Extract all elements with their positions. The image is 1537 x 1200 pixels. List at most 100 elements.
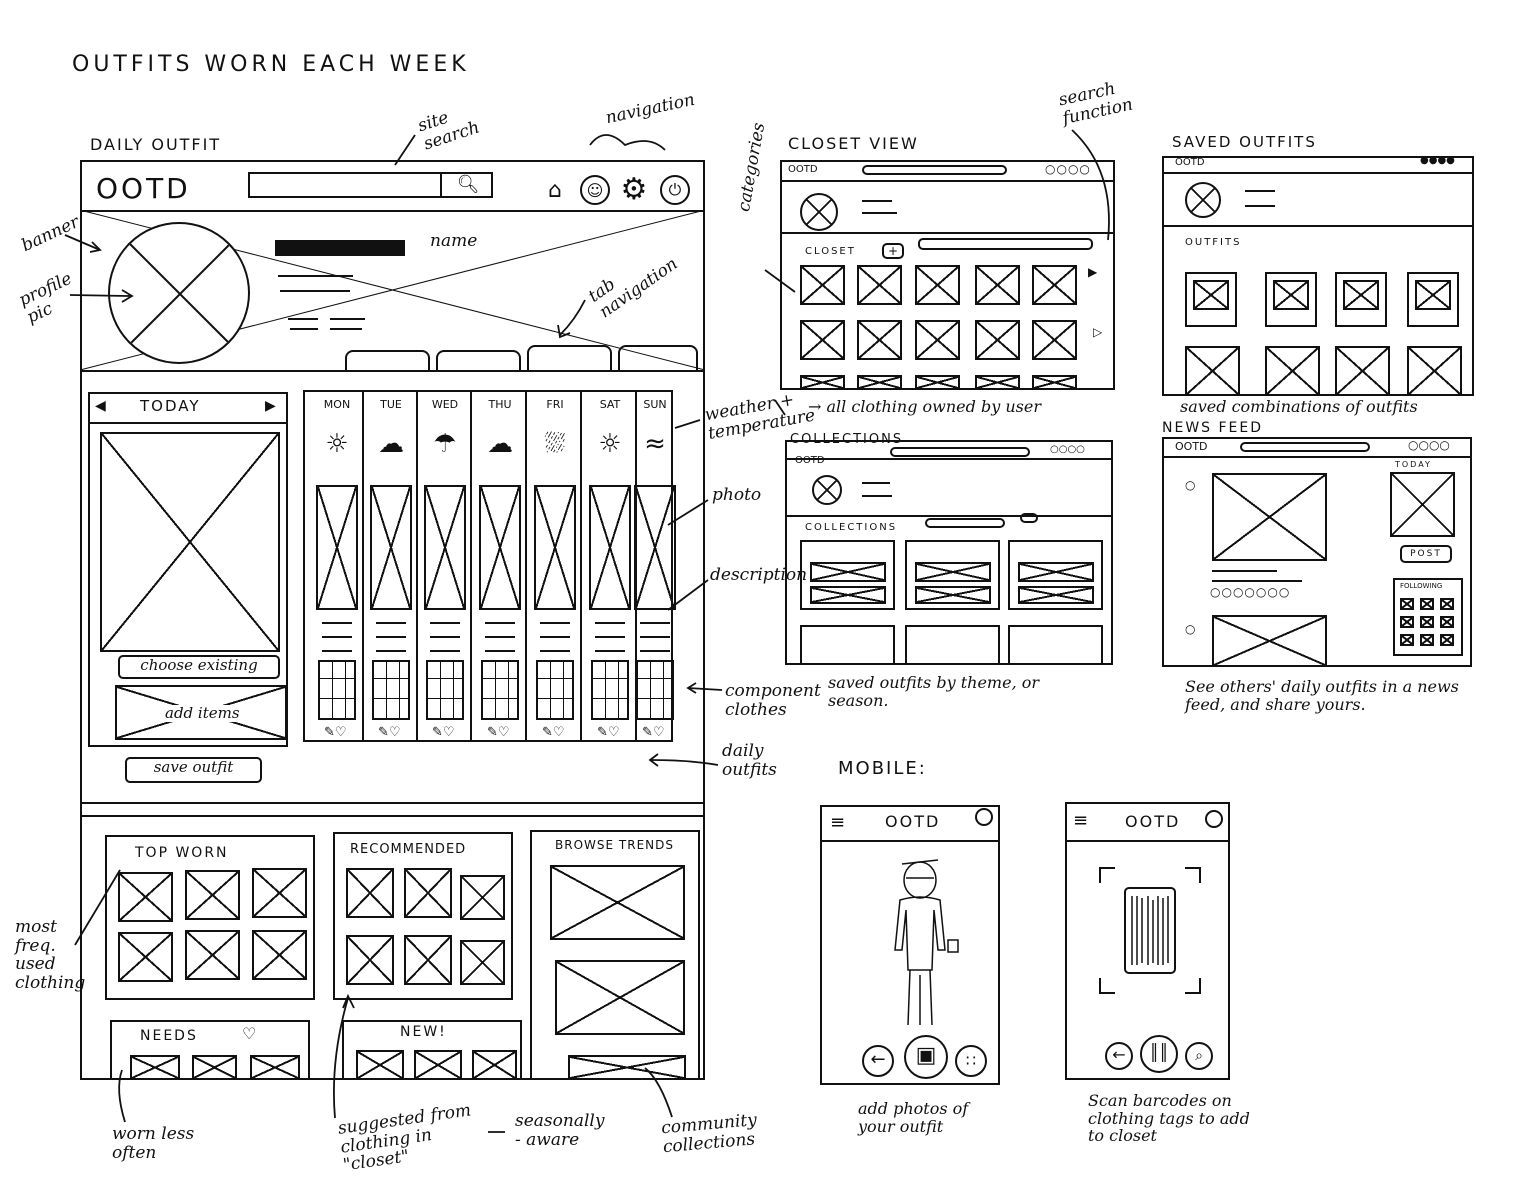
profile-icon[interactable]: [1205, 810, 1223, 828]
profile-pic[interactable]: [108, 222, 250, 364]
collection-card[interactable]: [1008, 540, 1103, 610]
saved-outfit-card[interactable]: [1185, 346, 1240, 396]
closet-next-icon[interactable]: ▷: [1093, 325, 1103, 339]
edit-like-icons[interactable]: ✎♡: [432, 725, 455, 740]
component-clothes-grid[interactable]: [636, 660, 674, 720]
closet-item[interactable]: [800, 265, 845, 305]
home-icon[interactable]: ⌂: [548, 177, 562, 203]
news-avatar[interactable]: ○: [1185, 478, 1196, 492]
news-reactions[interactable]: ○○○○○○○: [1210, 585, 1291, 599]
new-item[interactable]: [356, 1050, 404, 1080]
saved-outfit-card[interactable]: [1407, 346, 1462, 396]
recommended-item[interactable]: [404, 935, 452, 985]
collections-add-button[interactable]: [1020, 513, 1038, 523]
closet-item[interactable]: [1032, 265, 1077, 305]
following-avatar[interactable]: [1420, 616, 1434, 628]
edit-like-icons[interactable]: ✎♡: [487, 725, 510, 740]
day-outfit-photo[interactable]: [634, 485, 676, 610]
profile-icon[interactable]: [975, 808, 993, 826]
tab-3[interactable]: [527, 345, 612, 372]
edit-like-icons[interactable]: ✎♡: [597, 725, 620, 740]
site-search-input[interactable]: [248, 172, 493, 198]
tab-4[interactable]: [618, 345, 698, 372]
news-post-photo[interactable]: [1212, 615, 1327, 667]
closet-nav-icons[interactable]: ○○○○: [1045, 162, 1091, 176]
hamburger-icon[interactable]: ≡: [830, 812, 846, 833]
day-outfit-photo[interactable]: [479, 485, 521, 610]
top-worn-item[interactable]: [185, 930, 240, 980]
following-avatar[interactable]: [1420, 634, 1434, 646]
following-avatar[interactable]: [1440, 634, 1454, 646]
news-avatar[interactable]: ○: [1185, 622, 1196, 636]
component-clothes-grid[interactable]: [536, 660, 574, 720]
closet-item[interactable]: [857, 320, 902, 360]
needs-item[interactable]: [250, 1055, 300, 1080]
saved-outfit-card[interactable]: [1335, 272, 1387, 327]
saved-outfit-card[interactable]: [1265, 272, 1317, 327]
top-worn-item[interactable]: [252, 930, 307, 980]
following-avatar[interactable]: [1400, 616, 1414, 628]
saved-avatar[interactable]: [1185, 182, 1221, 218]
barcode-icon[interactable]: ║║: [1140, 1035, 1178, 1073]
closet-filter-input[interactable]: [918, 238, 1093, 250]
trend-item[interactable]: [550, 865, 685, 940]
trend-item[interactable]: [555, 960, 685, 1035]
saved-nav-icons[interactable]: ●●●●: [1420, 155, 1455, 166]
closet-item[interactable]: [857, 375, 902, 390]
new-item[interactable]: [472, 1050, 517, 1080]
collections-nav-icons[interactable]: ○○○○: [1050, 444, 1085, 455]
prev-day-icon[interactable]: ◀︎: [95, 398, 106, 414]
day-outfit-photo[interactable]: [424, 485, 466, 610]
top-worn-item[interactable]: [252, 868, 307, 918]
camera-icon[interactable]: ▣: [904, 1035, 948, 1079]
closet-next-icon[interactable]: ▶︎: [1088, 265, 1098, 279]
new-item[interactable]: [414, 1050, 462, 1080]
saved-outfit-card[interactable]: [1185, 272, 1237, 327]
edit-like-icons[interactable]: ✎♡: [378, 725, 401, 740]
collections-avatar[interactable]: [812, 475, 842, 505]
top-worn-item[interactable]: [118, 872, 173, 922]
profile-icon[interactable]: ☺: [580, 175, 610, 205]
following-avatar[interactable]: [1400, 598, 1414, 610]
closet-item[interactable]: [975, 375, 1020, 390]
top-worn-item[interactable]: [118, 932, 173, 982]
recommended-item[interactable]: [404, 868, 452, 918]
edit-like-icons[interactable]: ✎♡: [324, 725, 347, 740]
search-icon[interactable]: 🔍︎: [456, 173, 480, 195]
closet-item[interactable]: [800, 375, 845, 390]
next-day-icon[interactable]: ▶︎: [265, 398, 276, 414]
news-today-photo[interactable]: [1390, 472, 1455, 537]
news-search-input[interactable]: [1240, 442, 1370, 452]
collection-card[interactable]: [905, 540, 1000, 610]
logo[interactable]: OOTD: [96, 172, 191, 205]
saved-outfit-card[interactable]: [1265, 346, 1320, 396]
back-icon[interactable]: ←: [862, 1045, 894, 1077]
closet-add-button[interactable]: +: [882, 243, 904, 259]
collections-search-input[interactable]: [890, 447, 1030, 457]
component-clothes-grid[interactable]: [372, 660, 410, 720]
power-icon[interactable]: ⏻: [660, 175, 690, 205]
gear-icon[interactable]: ⚙: [620, 171, 648, 207]
closet-item[interactable]: [1032, 375, 1077, 390]
recommended-item[interactable]: [460, 940, 505, 985]
needs-item[interactable]: [192, 1055, 237, 1080]
following-avatar[interactable]: [1400, 634, 1414, 646]
following-avatar[interactable]: [1420, 598, 1434, 610]
tab-1[interactable]: [345, 350, 430, 372]
news-nav-icons[interactable]: ○○○○: [1408, 438, 1450, 452]
closet-item[interactable]: [915, 265, 960, 305]
today-photo[interactable]: [100, 432, 280, 652]
closet-avatar[interactable]: [800, 193, 838, 231]
back-icon[interactable]: ←: [1105, 1042, 1133, 1070]
save-outfit-button[interactable]: save outfit: [125, 757, 262, 783]
component-clothes-grid[interactable]: [426, 660, 464, 720]
news-post-photo[interactable]: [1212, 473, 1327, 561]
hamburger-icon[interactable]: ≡: [1073, 810, 1089, 831]
day-outfit-photo[interactable]: [534, 485, 576, 610]
day-outfit-photo[interactable]: [316, 485, 358, 610]
day-outfit-photo[interactable]: [370, 485, 412, 610]
closet-item[interactable]: [800, 320, 845, 360]
collection-card[interactable]: [1008, 625, 1103, 665]
tab-2[interactable]: [436, 350, 521, 372]
day-outfit-photo[interactable]: [589, 485, 631, 610]
